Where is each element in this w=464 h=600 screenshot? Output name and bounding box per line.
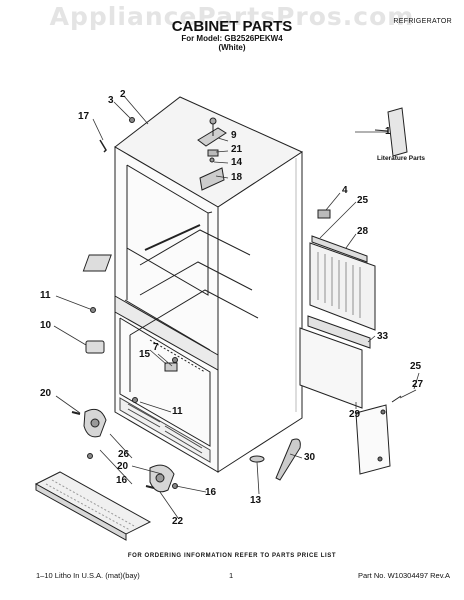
callout-25-upper: 25 [357,195,369,206]
callout-15: 15 [139,349,151,360]
litho-note: 1–10 Litho In U.S.A. (mat)(bay) [36,571,140,580]
callout-3: 3 [108,95,114,106]
grille-strip [307,315,371,349]
callout-14: 14 [231,157,243,168]
callout-11-lower: 11 [172,406,183,417]
callout-18: 18 [231,172,243,183]
lower-hinge-left [71,408,107,438]
rear-clip [317,209,331,219]
rear-panel [309,209,376,331]
ordering-note: FOR ORDERING INFORMATION REFER TO PARTS … [127,553,337,559]
callout-13: 13 [250,495,262,506]
callout-7: 7 [153,342,159,353]
color-line: (White) [218,43,246,52]
callout-29: 29 [349,409,361,420]
page-title: CABINET PARTS [171,18,293,35]
callout-4: 4 [342,185,348,196]
literature-label: Literature Parts [377,155,426,162]
callout-2: 2 [120,89,126,100]
callout-1: 1 [385,126,391,137]
callout-33: 33 [377,331,389,342]
callout-27: 27 [412,379,424,390]
model-line: For Model: GB2526PEKW4 [181,34,283,43]
callout-22: 22 [172,516,184,527]
callout-9: 9 [231,130,237,141]
callout-16-right: 16 [205,487,217,498]
category-label: REFRIGERATOR [393,18,452,25]
page-number: 1 [229,571,234,580]
leader-lines [53,95,420,519]
part-number: Part No. W10304497 Rev.A [358,571,450,580]
lower-panel [299,327,363,409]
callout-30: 30 [304,452,316,463]
callout-21: 21 [231,144,243,155]
callout-28: 28 [357,226,369,237]
callout-26: 26 [118,449,130,460]
handle-part [275,438,301,481]
callout-17: 17 [78,111,90,122]
watermark: AppliancePartsPros.com [49,2,415,31]
literature-booklet [387,107,408,157]
callout-16-left: 16 [116,475,128,486]
base-grille [34,471,152,541]
callout-25-lower: 25 [410,361,422,372]
callout-10: 10 [40,320,52,331]
callout-20-upper: 20 [40,388,52,399]
leveling-foot [249,455,265,463]
top-hinge [197,117,227,191]
callout-11-upper: 11 [40,290,51,301]
callout-20-lower: 20 [117,461,129,472]
lower-hinge-right [145,464,175,493]
cabinet-shell [82,96,304,473]
side-plate [355,404,391,475]
